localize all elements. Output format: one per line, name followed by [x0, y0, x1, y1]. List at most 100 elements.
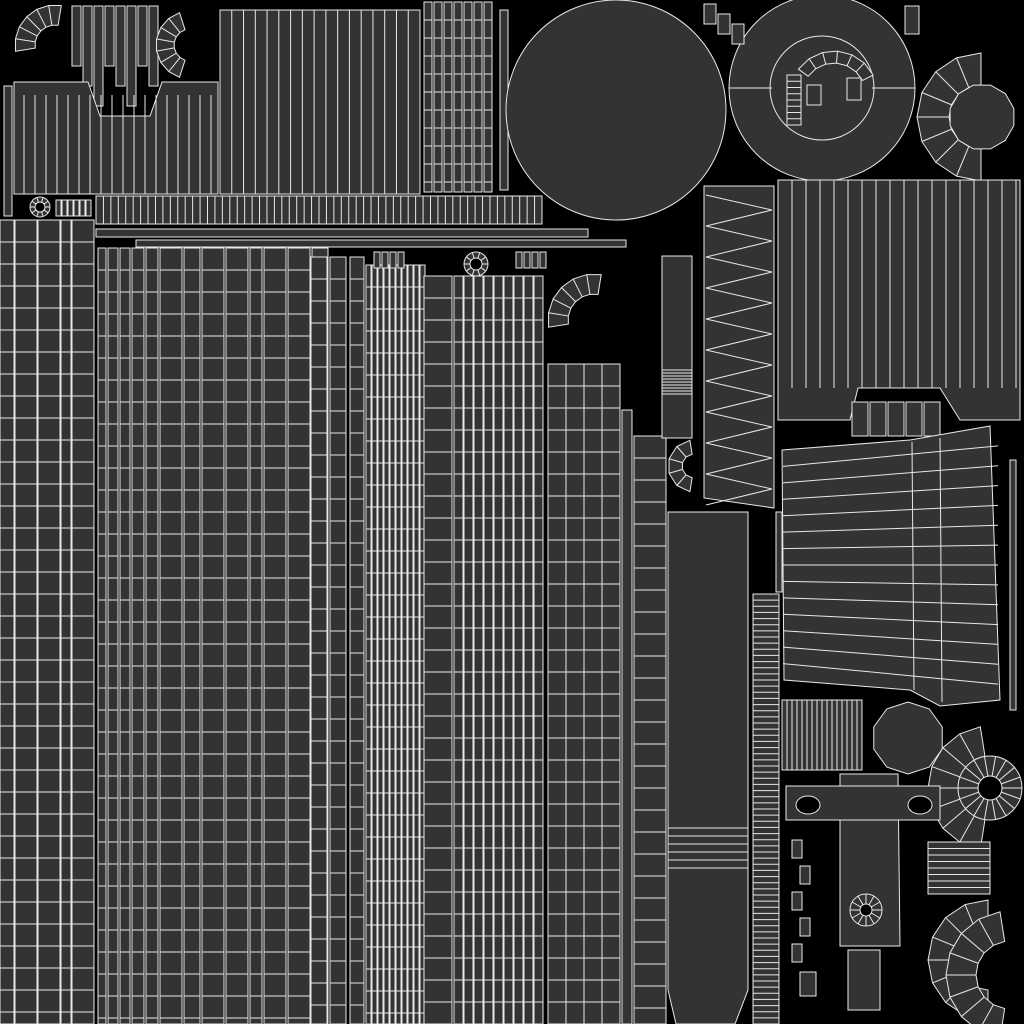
uv-column-strip: [310, 256, 328, 1024]
uv-column-strip: [145, 247, 159, 1024]
uv-ring-hole: [977, 775, 1003, 801]
uv-small-chip: [799, 865, 811, 885]
uv-small-chip: [703, 3, 717, 25]
uv-column-strip: [395, 264, 402, 1024]
uv-thin-strip: [3, 85, 13, 217]
uv-column-strip: [329, 256, 347, 1024]
uv-seam-line: [561, 287, 576, 302]
uv-seam-line: [705, 488, 773, 506]
uv-seam-line: [668, 468, 683, 474]
uv-small-chip: [904, 5, 920, 35]
uv-seam-line: [471, 269, 475, 276]
uv-small-chip: [799, 917, 811, 937]
uv-thin-strip: [483, 1, 493, 193]
uv-thin-strip: [443, 1, 453, 193]
uv-seam-line: [965, 795, 982, 809]
uv-seam-line: [782, 630, 999, 645]
uv-small-chip: [397, 251, 405, 269]
uv-seam-line: [465, 267, 472, 272]
uv-seam-line: [548, 312, 569, 317]
uv-small-chip: [887, 401, 905, 437]
uv-seam-line: [19, 26, 38, 37]
uv-seam-line: [959, 733, 976, 763]
uv-small-strip: [126, 5, 137, 107]
uv-small-chip: [717, 13, 731, 35]
uv-seam-line: [782, 646, 999, 665]
uv-column-strip: [60, 219, 72, 1024]
uv-seam-line: [965, 767, 982, 781]
uv-seam-line: [921, 128, 952, 142]
uv-seam-line: [465, 256, 472, 261]
uv-small-chip: [791, 943, 803, 963]
uv-seam-line: [705, 411, 773, 428]
uv-thin-strip: [1009, 459, 1017, 711]
uv-thin-strip: [95, 228, 589, 238]
uv-column-strip: [131, 247, 145, 1024]
uv-seam-line: [36, 197, 39, 203]
uv-column-strip: [633, 435, 667, 1024]
uv-small-strip: [71, 5, 82, 67]
uv-seam-line: [1001, 776, 1021, 785]
uv-seam-line: [676, 474, 687, 486]
uv-seam-line: [480, 256, 487, 261]
uv-seam-line: [949, 952, 979, 964]
uv-column-strip: [107, 247, 119, 1024]
uv-column-strip: [0, 219, 15, 1024]
uv-seam-line: [782, 485, 999, 500]
uv-seam-line: [855, 62, 865, 73]
uv-seam-line: [705, 318, 773, 335]
uv-column-strip: [371, 264, 378, 1024]
uv-small-chip: [539, 251, 547, 269]
uv-thin-strip: [423, 1, 433, 193]
uv-seam-line: [705, 395, 773, 413]
uv-seam-line: [26, 16, 42, 32]
uv-long-island: [661, 255, 693, 439]
uv-seam-line: [868, 914, 875, 925]
uv-seam-line: [168, 57, 181, 72]
uv-small-strip: [137, 5, 148, 67]
uv-seam-line: [705, 287, 773, 304]
uv-column-strip: [401, 264, 408, 1024]
uv-thin-strip: [433, 1, 443, 193]
uv-seam-line: [808, 58, 817, 69]
uv-seam-line: [43, 209, 49, 214]
uv-seam-line: [973, 760, 985, 778]
uv-small-chip: [851, 401, 869, 437]
uv-small-chip: [523, 251, 531, 269]
uv-seam-line: [31, 200, 37, 205]
uv-seam-line: [41, 197, 44, 203]
uv-small-chip: [73, 199, 80, 217]
uv-seam-line: [705, 194, 773, 211]
uv-small-chip: [791, 891, 803, 911]
uv-seam-line: [983, 799, 989, 820]
uv-seam-line: [705, 333, 773, 351]
uv-small-chip: [55, 199, 62, 217]
uv-column-strip: [263, 247, 287, 1024]
uv-seam-line: [477, 252, 481, 259]
uv-seam-line: [868, 895, 875, 906]
uv-seam-line: [705, 225, 773, 242]
uv-column-strip: [37, 219, 61, 1024]
uv-small-chip: [905, 401, 923, 437]
uv-polygon-island: [873, 701, 943, 775]
uv-seam-line: [36, 9, 47, 28]
uv-column-strip: [225, 247, 249, 1024]
uv-small-chip: [869, 401, 887, 437]
uv-seam-line: [998, 795, 1015, 809]
uv-column-strip: [287, 247, 311, 1024]
uv-small-chip: [389, 251, 397, 269]
uv-seam-line: [921, 92, 952, 106]
uv-ring-hole: [34, 201, 46, 213]
uv-seam-line: [911, 441, 915, 691]
uv-seam-line: [995, 798, 1007, 816]
uv-seam-line: [705, 349, 773, 366]
uv-seam-line: [586, 274, 591, 295]
uv-small-chip: [79, 199, 86, 217]
uv-seam-line: [156, 38, 175, 43]
uv-seam-line: [705, 271, 773, 289]
uv-seam-line: [572, 278, 583, 298]
uv-column-strip: [119, 247, 131, 1024]
uv-seam-line: [956, 146, 970, 177]
uv-seam-line: [822, 52, 827, 65]
uv-small-chip: [67, 199, 74, 217]
